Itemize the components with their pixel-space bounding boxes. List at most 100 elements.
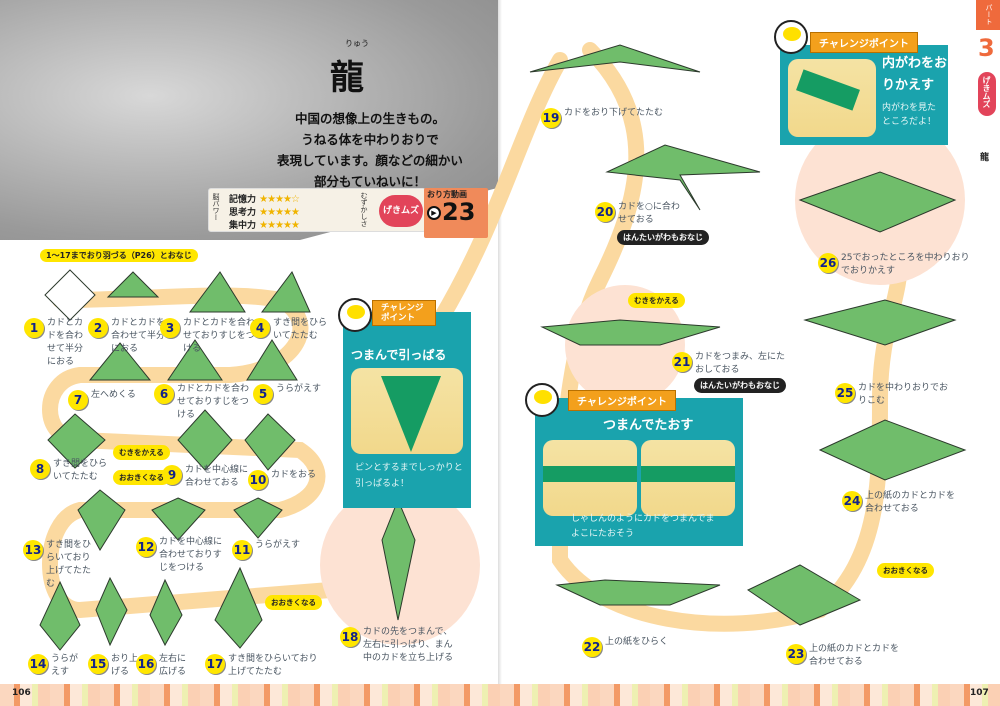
step-instruction: カドを中わりおりでおりこむ xyxy=(858,383,949,406)
step-number: 11 xyxy=(232,540,252,560)
page-title: 龍 xyxy=(330,58,364,98)
step-instruction: すき間をひらいてたたむ xyxy=(53,459,108,482)
challenge-photo xyxy=(351,368,463,454)
step-number: 7 xyxy=(68,390,88,410)
video-box[interactable]: おり方動画 ▶ 23 xyxy=(424,188,488,238)
step-instruction: すき間をひらいており上げてたたむ xyxy=(46,540,92,589)
brain-icon xyxy=(525,383,559,417)
same-as-note: 1～17までおり羽づる（P26）とおなじ xyxy=(40,249,198,262)
same-other-side-badge: はんたいがわもおなじ xyxy=(694,378,786,393)
star-rating: ★★★★★ xyxy=(259,207,300,218)
step-instruction: カドをおり下げてたたむ xyxy=(564,108,664,118)
path-ribbon xyxy=(42,42,908,632)
step-number: 1 xyxy=(24,318,44,338)
step-number: 15 xyxy=(88,654,108,674)
step-number: 6 xyxy=(154,384,174,404)
step-number: 3 xyxy=(160,318,180,338)
video-number: 23 xyxy=(442,198,476,226)
step-number: 16 xyxy=(136,654,156,674)
description-line: うねる体を中わりおりで xyxy=(301,132,439,147)
same-other-side-badge: はんたいがわもおなじ xyxy=(617,230,709,245)
difficulty-tab: げきムズ xyxy=(978,72,996,116)
step-number: 8 xyxy=(30,459,50,479)
bigger-badge: おおきくなる xyxy=(113,470,170,485)
stat-label: 思考力 xyxy=(229,208,257,218)
footer-pattern xyxy=(0,684,1000,706)
stat-label: 集中力 xyxy=(229,221,257,231)
step-number: 4 xyxy=(250,318,270,338)
bigger-badge: おおきくなる xyxy=(265,595,322,610)
step-instruction: すき間をひらいており上げてたたむ xyxy=(228,654,318,677)
star-rating: ★★★★★ xyxy=(259,220,300,231)
step-instruction: 上の紙のカドとカドを合わせておる xyxy=(809,644,900,667)
step-number: 20 xyxy=(595,202,615,222)
brain-icon xyxy=(774,20,808,54)
step-instruction: 上の紙のカドとカドを合わせておる xyxy=(865,491,956,514)
step-instruction: カドの先をつまんで、左右に引っぱり、まん中のカドを立ち上げる xyxy=(363,627,454,663)
step-instruction: すき間をひらいてたたむ xyxy=(273,318,328,341)
stat-memory: 記憶力 ★★★★☆ xyxy=(229,192,300,205)
step-instruction: カドとカドを合わせておりすじをつける xyxy=(177,384,250,420)
challenge-point-2: つまんでたおす しゃしんのようにカドをつまんでまよこにたおそう xyxy=(535,398,743,546)
step-instruction: 左右に広げる xyxy=(159,654,187,677)
step-number: 5 xyxy=(253,384,273,404)
step-number: 23 xyxy=(786,644,806,664)
step-number: 21 xyxy=(672,352,692,372)
step-number: 2 xyxy=(88,318,108,338)
step-number: 24 xyxy=(842,491,862,511)
turn-over-badge: むきをかえる xyxy=(628,293,685,308)
challenge-photo xyxy=(543,440,637,516)
turn-over-badge: むきをかえる xyxy=(113,445,170,460)
challenge-photo xyxy=(641,440,735,516)
step-number: 18 xyxy=(340,627,360,647)
challenge-text: 内がわを見たところだよ！ xyxy=(882,103,937,127)
step-instruction: うらがえす xyxy=(255,540,301,550)
page-number-left: 106 xyxy=(12,688,31,698)
play-icon[interactable]: ▶ xyxy=(427,206,441,220)
difficulty-label: むずかしさ xyxy=(360,192,368,227)
step-number: 10 xyxy=(248,470,268,490)
bigger-badge: おおきくなる xyxy=(877,563,934,578)
step-instruction: 左へめくる xyxy=(91,390,136,400)
star-rating: ★★★★☆ xyxy=(259,194,300,205)
step-instruction: うらがえす xyxy=(51,654,79,677)
step-instruction: 25でおったところを中わりおりでおりかえす xyxy=(841,253,970,276)
step-instruction: カドを中心線に合わせておる xyxy=(185,465,249,488)
challenge-label: チャレンジポイント xyxy=(372,300,436,326)
step-instruction: カドを中心線に合わせておりすじをつける xyxy=(159,537,223,573)
part-tab: パート xyxy=(976,0,1000,30)
stat-label: 記憶力 xyxy=(229,195,257,205)
description-line: 部分もていねいに！ xyxy=(313,174,426,189)
brain-icon xyxy=(338,298,372,332)
challenge-photo xyxy=(788,59,876,137)
challenge-title: 内がわをおりかえす xyxy=(882,56,948,93)
stat-thinking: 思考力 ★★★★★ xyxy=(229,205,300,218)
challenge-title: つまんで引っぱる xyxy=(351,348,447,362)
page-number-right: 107 xyxy=(970,688,989,698)
page-spine xyxy=(498,0,502,706)
video-label: おり方動画 xyxy=(427,190,467,199)
step-instruction: おり上げる xyxy=(111,654,139,677)
step-instruction: カドをつまみ、左にたおしておる xyxy=(695,352,786,375)
difficulty-badge: げきムズ xyxy=(379,195,423,227)
step-number: 26 xyxy=(818,253,838,273)
brain-power-panel: 脳パワー 記憶力 ★★★★☆ 思考力 ★★★★★ 集中力 ★★★★★ むずかしさ… xyxy=(208,188,426,232)
description-line: 表現しています。顔などの細かい xyxy=(277,153,463,168)
challenge-point-1: つまんで引っぱる ピンとするまでしっかりと引っぱるよ！ xyxy=(343,312,471,508)
title-ruby: りゅう xyxy=(345,39,369,48)
step-instruction: カドとカドを合わせて半分におる xyxy=(47,318,84,367)
step-number: 22 xyxy=(582,637,602,657)
step-number: 14 xyxy=(28,654,48,674)
challenge-label: チャレンジポイント xyxy=(810,32,918,53)
challenge-text: ピンとするまでしっかりと引っぱるよ！ xyxy=(355,463,463,489)
challenge-label: チャレンジポイント xyxy=(568,390,676,411)
stat-focus: 集中力 ★★★★★ xyxy=(229,218,300,231)
step-instruction: カドをおる xyxy=(271,470,317,480)
challenge-point-3: 内がわをおりかえす 内がわを見たところだよ！ xyxy=(780,45,948,145)
description: 中国の想像上の生きもの。 うねる体を中わりおりで 表現しています。顔などの細かい… xyxy=(255,108,485,192)
step-number: 12 xyxy=(136,537,156,557)
step-number: 25 xyxy=(835,383,855,403)
step-instruction: 上の紙をひらく xyxy=(605,637,669,647)
origami-diagrams xyxy=(39,44,967,651)
